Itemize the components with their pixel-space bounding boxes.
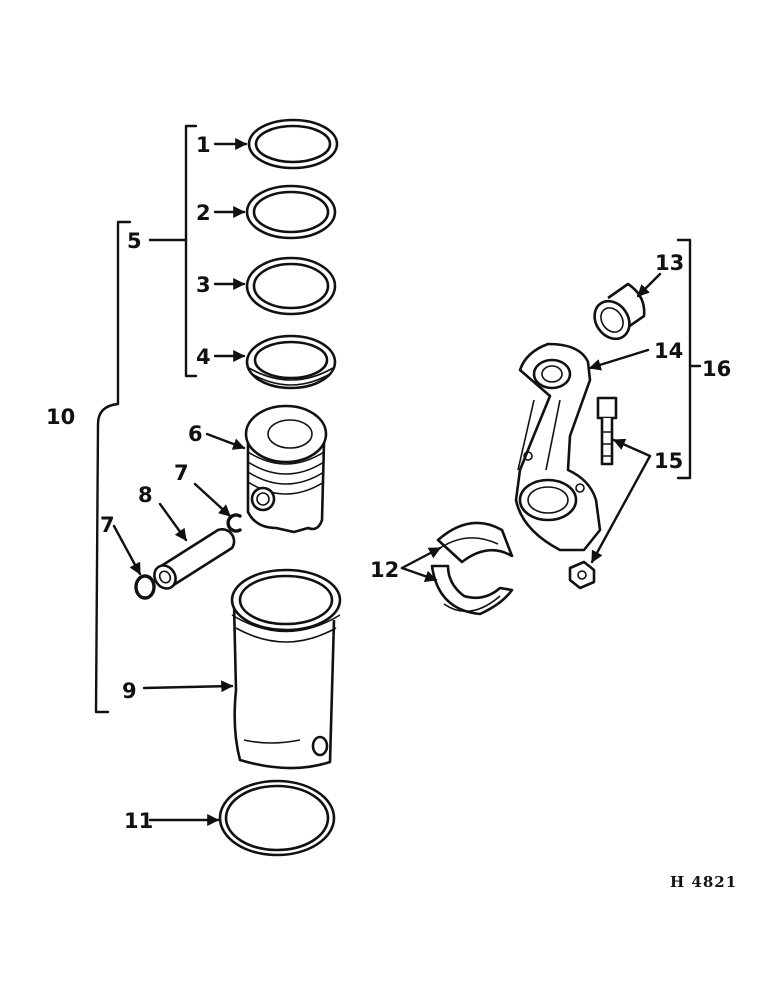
piston-pin-retainer-left [134,574,156,600]
callout-4: 4 [196,345,211,369]
piston-pin-bushing [593,282,646,341]
callout-7-left: 7 [100,513,115,537]
piston-ring-3 [245,256,337,316]
bracket-group-5 [148,124,198,378]
leader-lines [112,138,662,826]
callout-3: 3 [196,273,211,297]
piston [244,404,328,534]
callout-12: 12 [370,558,399,582]
callout-11: 11 [124,809,153,833]
callout-1: 1 [196,133,211,157]
callout-6: 6 [188,422,203,446]
piston-ring-4 [245,334,337,390]
callout-14: 14 [654,339,683,363]
callout-2: 2 [196,201,211,225]
callout-7-right: 7 [174,461,189,485]
callout-16: 16 [702,357,731,381]
bracket-group-16 [676,238,702,480]
bracket-group-10 [94,220,132,714]
sleeve-seal-ring [218,779,336,857]
callout-10: 10 [46,405,75,429]
connecting-rod-bolt-and-nut [568,396,618,590]
callout-13: 13 [655,251,684,275]
piston-pin-retainer-right [226,513,242,533]
connecting-rod [514,342,602,552]
figure-number: H 4821 [670,873,737,891]
piston-ring-1 [247,118,339,170]
connecting-rod-bearing-shells [430,521,514,616]
callout-9: 9 [122,679,137,703]
callout-5: 5 [127,229,142,253]
cylinder-sleeve [230,568,342,770]
piston-pin [153,528,236,590]
callout-15: 15 [654,449,683,473]
callout-8: 8 [138,483,153,507]
piston-ring-2 [245,184,337,240]
